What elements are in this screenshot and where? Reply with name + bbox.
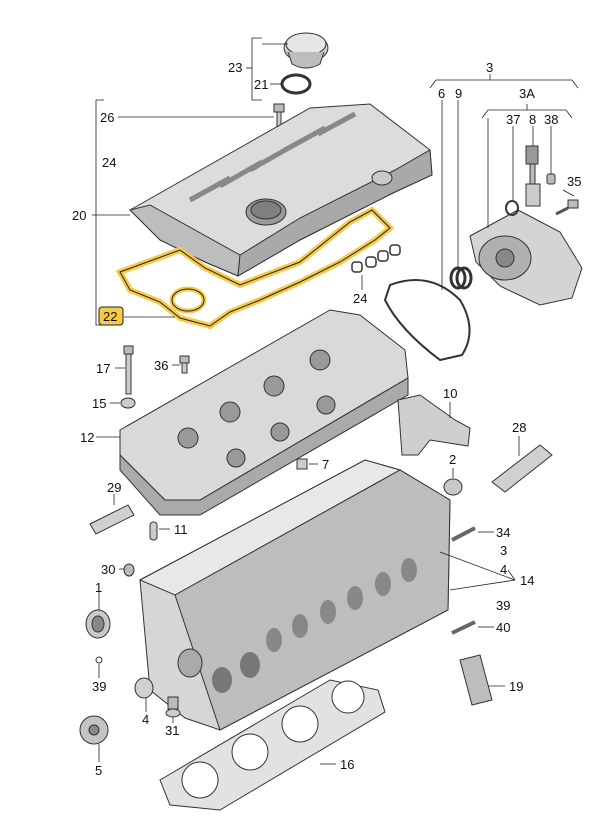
callout-11: 11: [174, 522, 188, 537]
callout-1: 1: [95, 580, 102, 595]
callout-23: 23: [228, 60, 242, 75]
callout-39-left: 39: [92, 679, 106, 694]
stud-34: [451, 526, 476, 542]
callout-12: 12: [80, 430, 94, 445]
callout-31: 31: [165, 723, 179, 738]
callout-17: 17: [96, 361, 110, 376]
callout-3-side: 3: [500, 543, 507, 558]
sealant-tube-29: [89, 504, 135, 535]
bolt-36: [179, 355, 190, 374]
callout-39-side: 39: [496, 598, 510, 613]
callout-34: 34: [496, 525, 510, 540]
sprocket-5: [79, 715, 109, 745]
ring-39: [95, 656, 103, 664]
callout-36: 36: [154, 358, 168, 373]
callout-40: 40: [496, 620, 510, 635]
callout-22: 22: [103, 309, 117, 324]
callout-4-lower: 4: [142, 712, 149, 727]
filler-cap-seal: [280, 73, 312, 95]
sealing-plug-2: [443, 478, 463, 496]
callout-38: 38: [544, 112, 558, 127]
cylinder-head: [138, 459, 451, 731]
bolt-17: [123, 345, 134, 395]
callout-30: 30: [101, 562, 115, 577]
seal-38: [546, 173, 556, 185]
camshaft-frame: [119, 309, 409, 516]
callout-8: 8: [529, 112, 536, 127]
callout-28: 28: [512, 420, 526, 435]
callout-4-side: 4: [500, 562, 507, 577]
clip-30: [123, 563, 135, 577]
cylinder-head-cover: [129, 103, 433, 277]
plug-4: [134, 677, 154, 699]
callout-5: 5: [95, 763, 102, 778]
head-gasket: [159, 679, 386, 811]
callout-24-upper: 24: [102, 155, 116, 170]
bolt-35: [555, 199, 579, 216]
oil-seal-1: [85, 609, 111, 639]
plug-seals: [351, 244, 401, 273]
bolt-31: [165, 696, 181, 718]
callout-22-highlight: [98, 306, 124, 326]
callout-10: 10: [443, 386, 457, 401]
callout-3A: 3A: [519, 86, 535, 101]
callout-15: 15: [92, 396, 106, 411]
callout-21: 21: [254, 77, 268, 92]
nut-7: [296, 458, 308, 470]
shield-19: [459, 654, 493, 706]
cover-gasket: [115, 206, 395, 330]
sealant-tube-28: [491, 444, 553, 493]
callout-9: 9: [455, 86, 462, 101]
callout-7: 7: [322, 457, 329, 472]
callout-35: 35: [567, 174, 581, 189]
seal-37: [505, 200, 519, 216]
callout-3-top: 3: [486, 60, 493, 75]
sensor-housing: [469, 209, 583, 306]
housing-gasket: [383, 279, 471, 362]
leader-lines: [92, 37, 579, 765]
callouts: 23 21 26 24 20 22 24 3 6 9 3A 37 8 38 35…: [72, 60, 581, 778]
sensor-8: [525, 145, 541, 207]
pin-11: [149, 521, 158, 541]
callout-20: 20: [72, 208, 86, 223]
callout-14: 14: [520, 573, 534, 588]
callout-6: 6: [438, 86, 445, 101]
callout-26: 26: [100, 110, 114, 125]
callout-24-lower: 24: [353, 291, 367, 306]
o-rings: [449, 266, 473, 290]
callout-16: 16: [340, 757, 354, 772]
callout-2: 2: [449, 452, 456, 467]
washer-15: [120, 397, 136, 409]
bracket-10: [397, 394, 471, 456]
oil-filler-cap: [283, 32, 329, 69]
stud-40: [451, 620, 476, 635]
callout-29: 29: [107, 480, 121, 495]
callout-19: 19: [509, 679, 523, 694]
callout-37: 37: [506, 112, 520, 127]
